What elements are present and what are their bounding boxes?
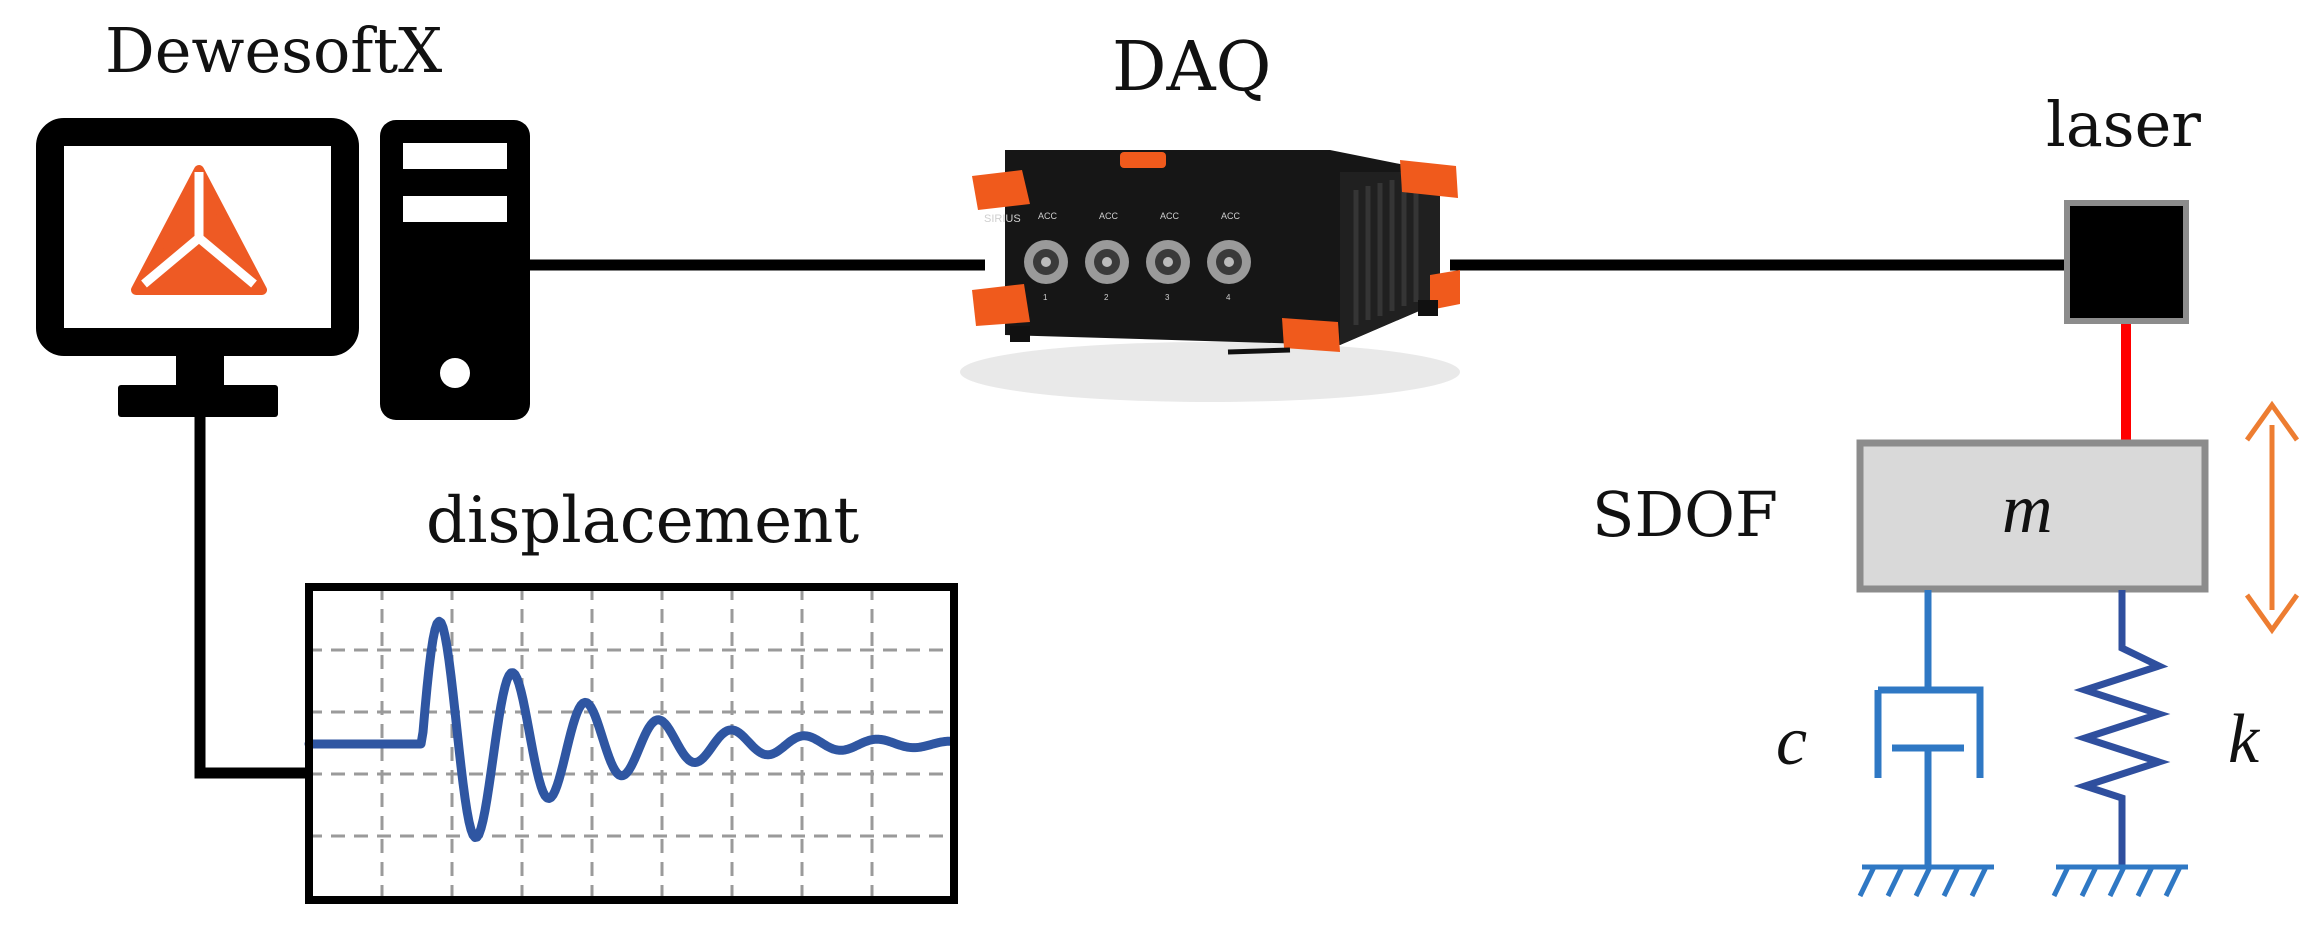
- daq-channel-label: ACC: [1160, 211, 1180, 221]
- spring-icon: [2073, 590, 2171, 867]
- cable-pc-to-scope: [194, 412, 312, 779]
- mass-block: [1856, 439, 2209, 593]
- bnc-connector: [1085, 240, 1129, 284]
- ground-support-icon: [1857, 864, 1994, 898]
- laser-sensor-icon: [2064, 200, 2189, 324]
- dewesoft-logo-icon: [131, 165, 267, 295]
- mass-label: m: [2002, 471, 2053, 548]
- bnc-connector: [1207, 240, 1251, 284]
- damper-icon: [1874, 590, 1984, 867]
- daq-channel-label: ACC: [1038, 211, 1058, 221]
- plot-frame: [305, 583, 958, 904]
- bnc-connector: [1024, 240, 1068, 284]
- vertical-motion-arrow: [2244, 400, 2300, 635]
- displacement-label: displacement: [426, 484, 860, 558]
- daq-channel-label: ACC: [1099, 211, 1119, 221]
- displacement-signal: [304, 616, 956, 842]
- daq-channel-number: 3: [1165, 293, 1170, 302]
- daq-brand-text: SIRIUS: [984, 213, 1021, 225]
- daq-channel-label: ACC: [1221, 211, 1241, 221]
- pc-tower-icon: [380, 120, 530, 420]
- daq-channel-number: 2: [1104, 293, 1109, 302]
- software-label: DewesoftX: [105, 14, 443, 87]
- bnc-connector: [1146, 240, 1190, 284]
- daq-device-image: SIRIUS ACC ACC ACC ACC 1 2 3 4: [960, 150, 1460, 402]
- displacement-plot: [304, 583, 958, 904]
- spring-label: k: [2228, 701, 2260, 778]
- daq-label: DAQ: [1112, 28, 1272, 107]
- daq-channel-number: 4: [1226, 293, 1231, 302]
- daq-channel-number: 1: [1043, 293, 1048, 302]
- desktop-monitor-icon: [36, 118, 359, 417]
- sdof-label: SDOF: [1592, 478, 1779, 551]
- ground-support-icon: [2051, 864, 2188, 898]
- damper-label: c: [1776, 703, 1808, 780]
- laser-label: laser: [2046, 88, 2201, 161]
